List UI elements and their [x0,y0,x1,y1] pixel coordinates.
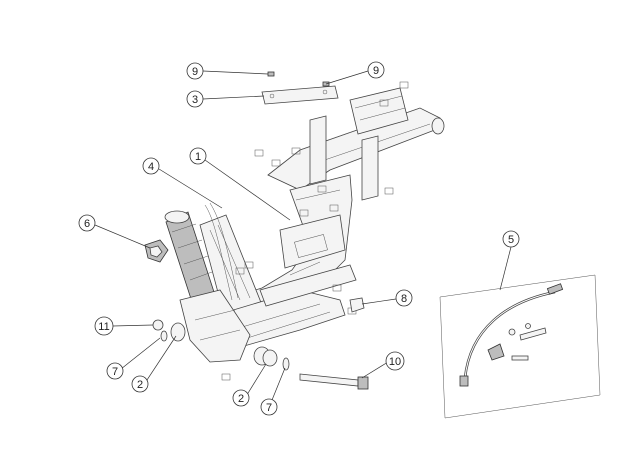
callout-11: 11 [94,316,114,336]
leader-lines [94,70,512,406]
main-frame [164,81,445,381]
callout-label: 11 [98,321,109,333]
callout-9-top-right: 9 [367,61,385,79]
callout-label: 1 [195,151,201,163]
part-5-kit [439,274,601,419]
callout-label: 8 [401,293,407,305]
callout-2-left: 2 [131,375,149,393]
callout-10: 10 [385,351,405,371]
callout-label: 4 [148,161,154,173]
callout-label: 2 [238,393,244,405]
callout-4: 4 [142,157,160,175]
callout-label: 3 [192,94,198,106]
callout-8: 8 [395,289,413,307]
callout-label: 7 [112,366,118,378]
part-7-spacer-left [160,330,168,342]
callout-label: 9 [192,66,198,78]
callout-7-left: 7 [106,362,124,380]
callout-label: 7 [266,402,272,414]
callout-label: 9 [373,65,379,77]
part-10-bolt [299,373,369,390]
callout-9-top-left: 9 [186,62,204,80]
part-11-washer [152,319,164,331]
callout-label: 6 [84,218,90,230]
callout-1: 1 [189,147,207,165]
part-3-bracket [261,85,339,105]
callout-5: 5 [502,230,520,248]
part-8-clip [349,297,365,313]
callout-3: 3 [186,90,204,108]
part-7-spacer-right [282,357,290,371]
part-2-bushing-right [262,349,278,367]
callout-label: 2 [137,379,143,391]
callout-6: 6 [78,214,96,232]
callout-label: 10 [389,356,401,368]
part-9-bolts [267,71,330,87]
callout-2-right: 2 [232,389,250,407]
callout-label: 5 [508,234,514,246]
callout-7-right: 7 [260,398,278,416]
part-6-protector [144,239,169,263]
